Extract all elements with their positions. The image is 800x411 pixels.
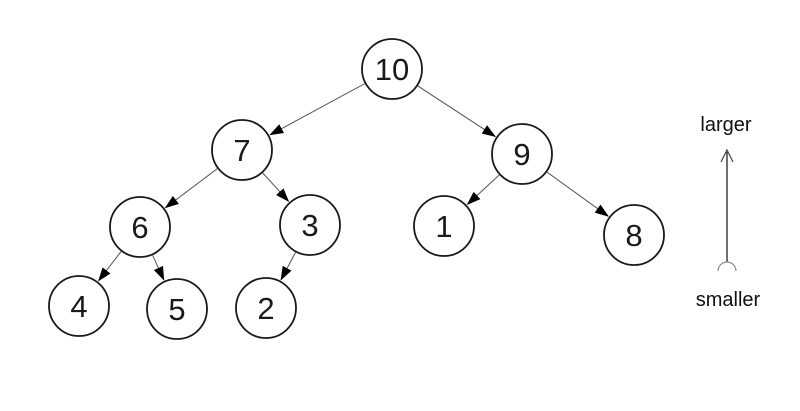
tree-edge-9-8: [546, 171, 609, 217]
tree-edges: [97, 83, 609, 282]
tree-node-value-3: 3: [301, 208, 318, 243]
tree-node-value-5: 5: [168, 292, 185, 327]
tree-node-circle-1: [413, 195, 475, 257]
up-arrow-tail-arc-icon: [717, 261, 737, 272]
tree-node-circle-8: [603, 204, 665, 266]
tree-node-3: 3: [279, 194, 341, 256]
tree-node-value-8: 8: [625, 218, 642, 253]
tree-node-10: 10: [361, 38, 423, 100]
tree-node-value-6: 6: [131, 210, 148, 245]
tree-node-value-4: 4: [70, 289, 87, 324]
tree-nodes: 10 7 9 6 3 1 8 4 5 2: [48, 38, 665, 340]
tree-node-6: 6: [109, 196, 171, 258]
tree-node-circle-5: [146, 278, 208, 340]
tree-node-value-7: 7: [233, 133, 250, 168]
tree-node-9: 9: [491, 123, 553, 185]
tree-node-circle-9: [491, 123, 553, 185]
tree-node-circle-2: [235, 277, 297, 339]
tree-node-value-10: 10: [375, 52, 409, 87]
order-axis-legend: larger smaller: [696, 114, 761, 311]
up-arrow-head-icon: [720, 148, 734, 163]
tree-node-circle-7: [211, 119, 273, 181]
tree-edge-10-7: [269, 83, 365, 136]
legend-smaller-label: smaller: [696, 289, 761, 311]
tree-edge-9-1: [466, 174, 500, 205]
tree-node-5: 5: [146, 278, 208, 340]
tree-node-circle-10: [361, 38, 423, 100]
tree-node-circle-4: [48, 275, 110, 337]
tree-edge-3-2: [280, 252, 296, 281]
tree-node-8: 8: [603, 204, 665, 266]
tree-edge-6-4: [97, 251, 122, 282]
tree-node-value-2: 2: [257, 291, 274, 326]
tree-node-circle-3: [279, 194, 341, 256]
tree-node-2: 2: [235, 277, 297, 339]
tree-edge-10-9: [417, 85, 497, 138]
legend-larger-label: larger: [700, 114, 751, 136]
tree-edge-7-3: [262, 172, 290, 203]
tree-node-4: 4: [48, 275, 110, 337]
tree-node-value-1: 1: [435, 209, 452, 244]
tree-node-7: 7: [211, 119, 273, 181]
tree-edge-7-6: [164, 168, 218, 209]
tree-node-1: 1: [413, 195, 475, 257]
tree-node-circle-6: [109, 196, 171, 258]
tree-node-value-9: 9: [513, 137, 530, 172]
tree-edge-6-5: [152, 255, 165, 281]
